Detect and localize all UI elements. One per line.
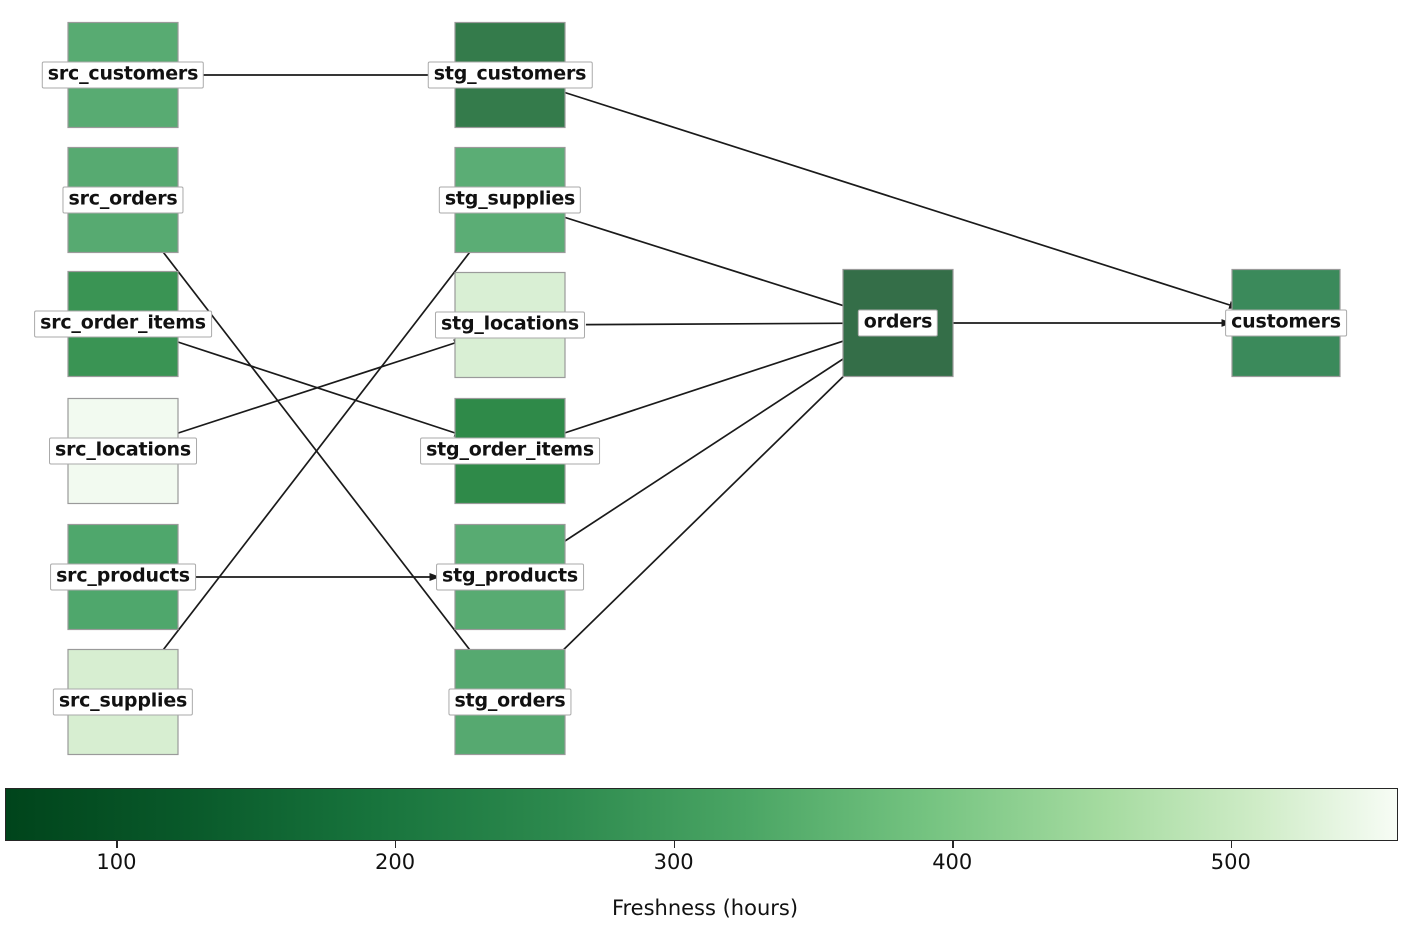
node-label-stg_locations[interactable]: stg_locations [434,311,586,339]
node-label-src_order_items[interactable]: src_order_items [34,310,212,338]
node-label-stg_products[interactable]: stg_products [436,563,584,591]
nodes-group [67,21,1341,756]
tick-label: 300 [653,850,694,874]
tick-mark [395,841,397,848]
node-label-orders[interactable]: orders [857,309,939,337]
node-label-src_customers[interactable]: src_customers [41,61,205,89]
tick-mark [952,841,954,848]
tick-mark [116,841,118,848]
tick-mark [673,841,676,848]
node-label-src_supplies[interactable]: src_supplies [52,688,194,716]
tick-label: 500 [1210,850,1251,874]
node-label-stg_customers[interactable]: stg_customers [427,61,593,89]
tick-label: 100 [96,850,137,874]
edge-stg_order_items-to-orders [555,334,861,437]
colorbar [5,788,1398,841]
node-label-src_locations[interactable]: src_locations [49,437,197,465]
edge-stg_supplies-to-orders [557,214,861,312]
node-label-src_products[interactable]: src_products [50,563,196,591]
edge-stg_orders-to-orders [524,337,884,688]
colorbar-axis-title: Freshness (hours) [611,896,799,920]
edge-src_locations-to-stg_locations [168,339,465,437]
edge-stg_customers-to-customers [556,89,1241,309]
tick-label: 200 [374,850,416,874]
node-label-stg_supplies[interactable]: stg_supplies [438,186,582,214]
edge-stg_products-to-orders [532,337,876,563]
tick-label: 400 [932,850,973,874]
tick-mark [1230,841,1233,848]
colorbar-ticks: 100 200 300 400 500 [0,841,1410,881]
node-label-stg_orders[interactable]: stg_orders [448,688,572,716]
node-label-src_orders[interactable]: src_orders [62,186,184,214]
node-label-stg_order_items[interactable]: stg_order_items [420,437,600,465]
edges-group [133,74,1241,688]
colorbar-gradient [6,789,1397,840]
node-label-customers[interactable]: customers [1225,309,1347,337]
edge-stg_locations-to-orders [585,319,861,328]
edge-src_supplies-to-stg_supplies [133,214,500,688]
